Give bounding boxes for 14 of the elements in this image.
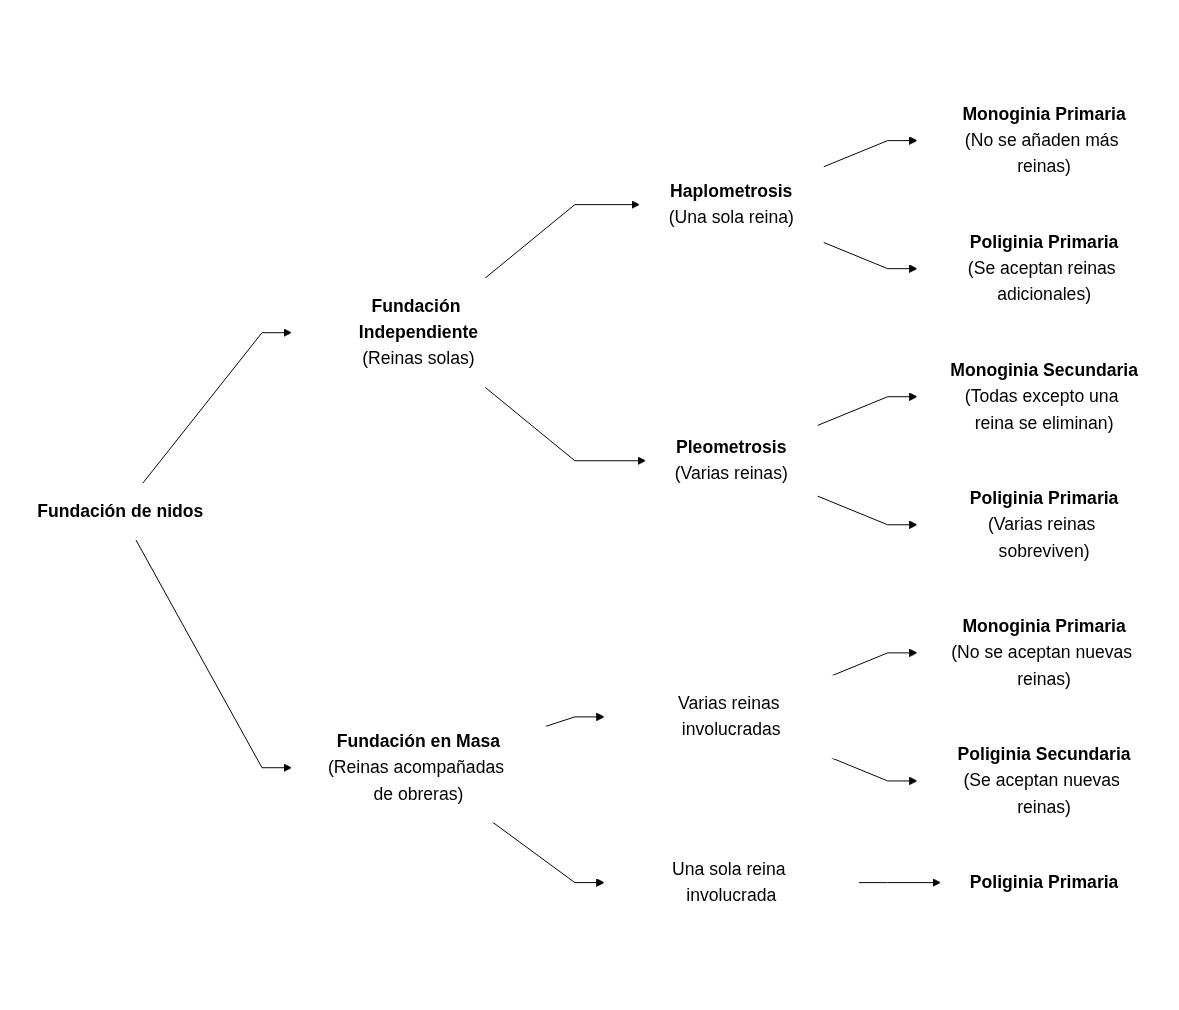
node-text: Pleometrosis (Varias reinas) [674, 437, 788, 484]
node-text: Una sola reina involucrada [672, 859, 786, 906]
node-text: Monoginia Primaria (No se añaden más reinas) [962, 103, 1126, 177]
node-text: Monoginia Primaria (No se aceptan nuevas reinas) [951, 616, 1133, 689]
node-text: Fundación en Masa (Reinas acompañadas de obreras) [327, 731, 504, 804]
node-text: Varias reinas involucradas [678, 693, 781, 740]
node-text: Poliginia Primaria (Se aceptan reinas adicionales) [967, 232, 1119, 305]
node-text: Monoginia Secundaria (Todas excepto una reina se eliminan) [950, 360, 1138, 433]
node-text: Fundación de nidos [37, 501, 204, 521]
node-text: Haplometrosis (Una sola reina) [668, 181, 794, 228]
node-text: Poliginia Primaria (Varias reinas sobreviven) [969, 488, 1119, 561]
node-text: Fundación Independiente (Reinas solas) [358, 296, 479, 369]
node-text: Poliginia Secundaria (Se aceptan nuevas reinas) [957, 744, 1131, 817]
node-text: Poliginia Primaria [969, 872, 1119, 892]
